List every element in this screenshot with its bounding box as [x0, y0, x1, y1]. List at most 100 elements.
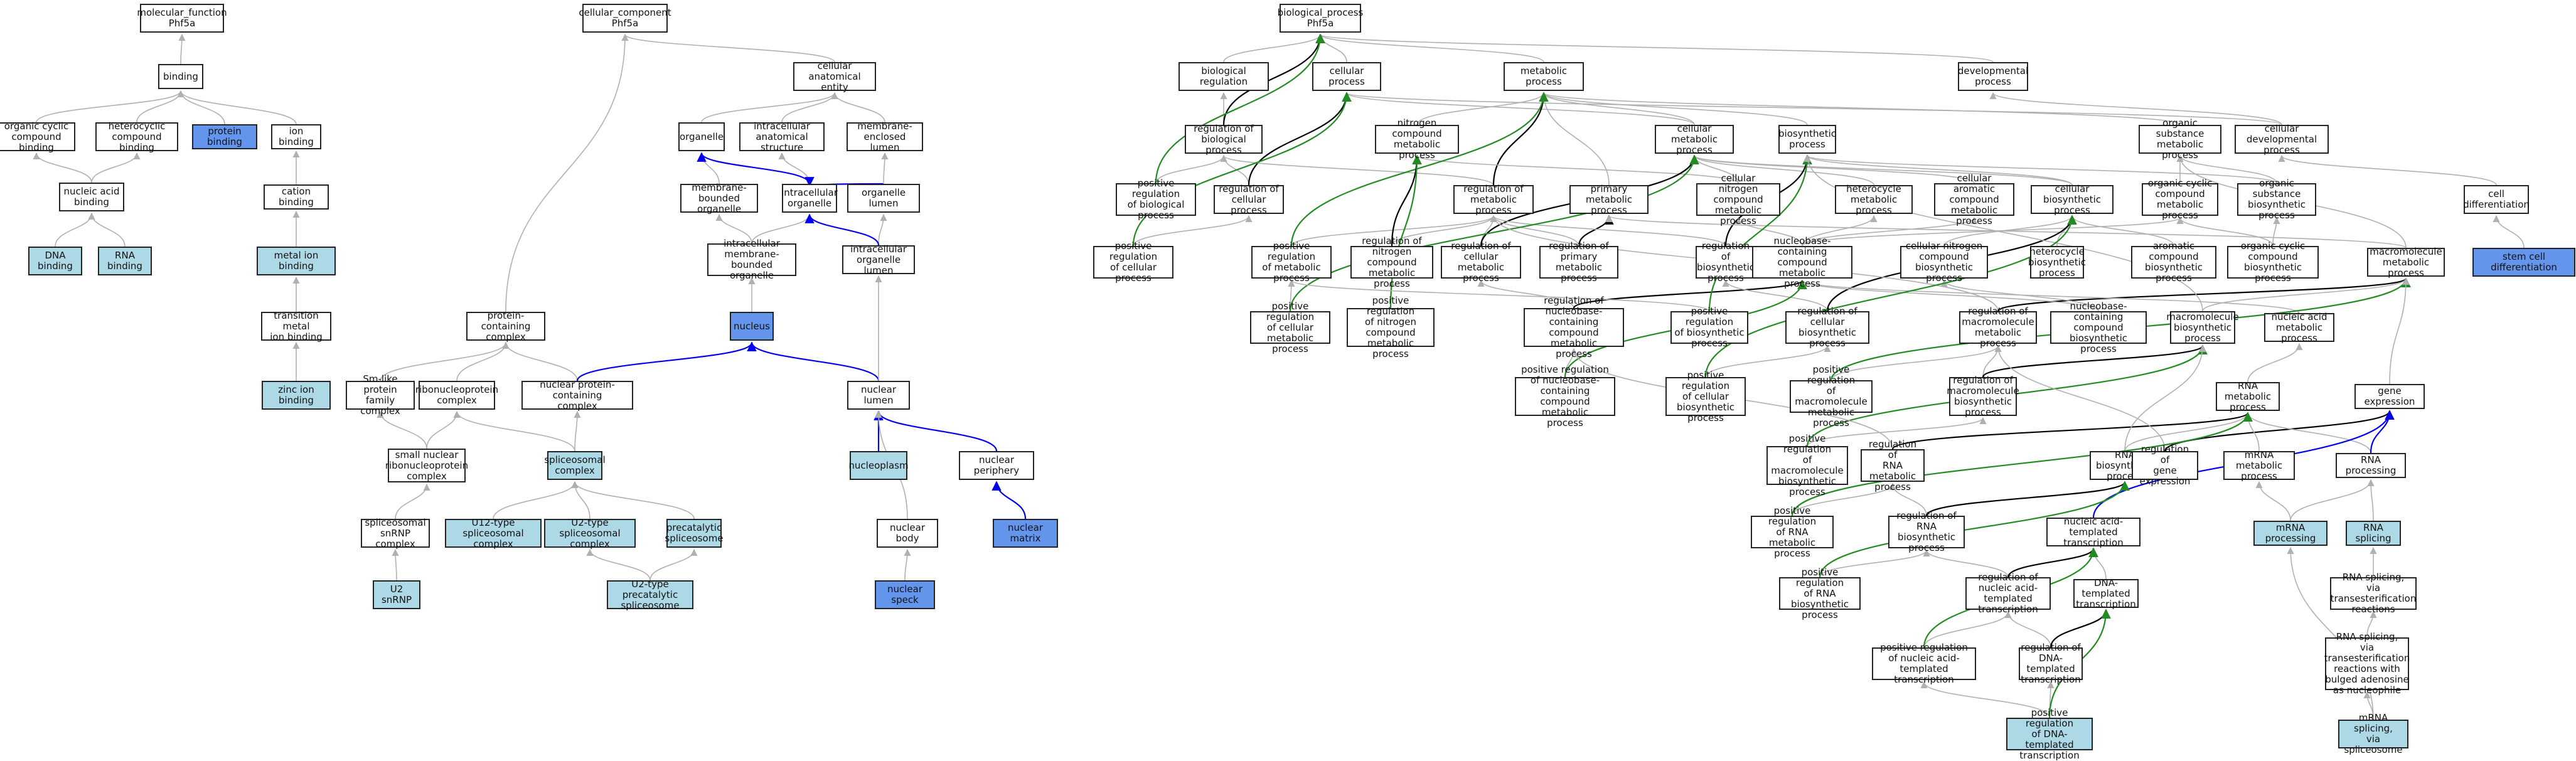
term-node-preg-rnabp[interactable]: positive regulation of RNA biosynthetic … — [1779, 567, 1861, 620]
term-node-ncm[interactable]: nitrogen compound metabolic process — [1375, 118, 1459, 161]
term-node-preg-cmp[interactable]: positive regulation of cellular metaboli… — [1250, 301, 1330, 354]
term-node-dev[interactable]: developmental process — [1958, 62, 2028, 91]
term-node-cae[interactable]: cellular anatomical entity — [793, 60, 876, 92]
term-node-osm[interactable]: organic substance metabolic process — [2139, 118, 2221, 161]
term-node-preg-dtt[interactable]: positive regulation of DNA-templated tra… — [2006, 707, 2093, 760]
term-node-nucleus[interactable]: nucleus — [730, 312, 774, 341]
term-node-preg-nbcm[interactable]: positive regulation of nucleobase-contai… — [1515, 365, 1615, 428]
term-node-mf[interactable]: molecular_function Phf5a — [137, 4, 227, 33]
term-node-tm-ion-binding[interactable]: transition metal ion binding — [261, 310, 331, 342]
term-node-u2snrnp[interactable]: U2 snRNP — [373, 580, 420, 609]
term-node-spliceosomal[interactable]: spliceosomal complex — [544, 451, 606, 480]
term-node-preg-mmp[interactable]: positive regulation of macromolecule met… — [1790, 365, 1873, 428]
term-node-mbp[interactable]: macromolecule biosynthetic process — [2166, 311, 2239, 344]
term-node-organic-cyclic-binding[interactable]: organic cyclic compound binding — [0, 120, 75, 152]
term-node-scd[interactable]: stem cell differentiation — [2472, 248, 2575, 277]
term-node-organelle[interactable]: organelle — [678, 122, 725, 151]
term-node-rnp[interactable]: ribonucleoprotein complex — [415, 381, 498, 410]
term-node-reg-dtt[interactable]: regulation of DNA-templated transcriptio… — [2019, 642, 2083, 685]
term-node-cmp[interactable]: cellular metabolic process — [1655, 123, 1734, 155]
term-node-nuclear-lumen[interactable]: nuclear lumen — [847, 381, 910, 410]
term-node-cdev[interactable]: cellular developmental process — [2235, 123, 2329, 155]
term-node-io[interactable]: intracellular organelle — [781, 184, 838, 213]
term-node-gene-expr[interactable]: gene expression — [2354, 384, 2425, 409]
term-node-preg-nat[interactable]: positive regulation of nucleic acid-temp… — [1872, 642, 1976, 685]
term-node-rsvt-ba[interactable]: RNA splicing, via transesterification re… — [2324, 631, 2410, 696]
term-node-hetmp[interactable]: heterocycle metabolic process — [1835, 183, 1913, 215]
term-node-reg-bsp[interactable]: regulation of biosynthetic process — [1696, 241, 1756, 284]
term-node-preg-cp[interactable]: positive regulation of cellular process — [1093, 241, 1173, 284]
term-node-nbcm[interactable]: nucleobase-containing compound metabolic… — [1752, 235, 1852, 289]
term-node-nuclear-body[interactable]: nuclear body — [877, 519, 938, 548]
term-node-reg-bio[interactable]: regulation of biological process — [1185, 123, 1263, 155]
term-node-acbp[interactable]: aromatic compound biosynthetic process — [2131, 241, 2216, 284]
term-node-rsvt[interactable]: RNA splicing, via transesterification re… — [2330, 572, 2417, 615]
term-node-u2precat[interactable]: U2-type precatalytic spliceosome — [607, 578, 693, 610]
term-node-reg-pmp[interactable]: regulation of primary metabolic process — [1539, 241, 1618, 284]
term-node-reg-rnamp[interactable]: regulation of RNA metabolic process — [1861, 439, 1925, 492]
term-node-mrna-spl[interactable]: mRNA splicing, via spliceosome — [2338, 713, 2408, 755]
term-node-preg-bsp[interactable]: positive regulation of biosynthetic proc… — [1670, 306, 1748, 349]
term-node-nbcbp[interactable]: nucleobase-containing compound biosynthe… — [2050, 301, 2147, 354]
term-node-reg-ncm[interactable]: regulation of nitrogen compound metaboli… — [1350, 235, 1433, 289]
term-node-nat[interactable]: nucleic acid-templated transcription — [2046, 516, 2140, 548]
term-node-heterocyclic-binding[interactable]: heterocyclic compound binding — [95, 120, 178, 152]
term-node-nuclear-periphery[interactable]: nuclear periphery — [959, 451, 1034, 480]
term-node-iol[interactable]: intracellular organelle lumen — [842, 243, 915, 275]
term-node-rna-splicing[interactable]: RNA splicing — [2346, 521, 2401, 546]
term-node-reg-ge[interactable]: regulation of gene expression — [2132, 444, 2198, 487]
term-node-nucleoplasm[interactable]: nucleoplasm — [848, 451, 909, 480]
term-node-ias[interactable]: intracellular anatomical structure — [739, 120, 825, 152]
term-node-mrna-mp[interactable]: mRNA metabolic process — [2223, 449, 2295, 481]
term-node-cell-diff[interactable]: cell differentiation — [2463, 185, 2530, 214]
term-node-metab[interactable]: metabolic process — [1504, 62, 1584, 91]
term-node-nuclear-matrix[interactable]: nuclear matrix — [993, 519, 1058, 548]
term-node-reg-nat[interactable]: regulation of nucleic acid-templated tra… — [1965, 572, 2051, 615]
term-node-reg-cmp[interactable]: regulation of cellular metabolic process — [1441, 241, 1521, 284]
term-node-cbp[interactable]: cellular biosynthetic process — [2031, 183, 2114, 215]
term-node-snrnp[interactable]: small nuclear ribonucleoprotein complex — [385, 449, 469, 482]
term-node-reg-nbcm[interactable]: regulation of nucleobase-containing comp… — [1524, 295, 1624, 359]
term-node-reg-mmp[interactable]: regulation of macromolecule metabolic pr… — [1959, 306, 2037, 349]
term-node-reg-mbp[interactable]: regulation of macromolecule biosynthetic… — [1947, 375, 2019, 418]
term-node-cell-proc[interactable]: cellular process — [1312, 62, 1381, 91]
term-node-preg-bio[interactable]: positive regulation of biological proces… — [1116, 178, 1196, 221]
term-node-osbp[interactable]: organic substance biosynthetic process — [2237, 178, 2316, 221]
term-node-protein-binding[interactable]: protein binding — [192, 124, 257, 149]
term-node-cation-binding[interactable]: cation binding — [264, 184, 329, 210]
term-node-nuclear-speck[interactable]: nuclear speck — [875, 580, 935, 609]
term-node-mbo[interactable]: membrane-bounded organelle — [680, 182, 758, 214]
term-node-reg-cbp[interactable]: regulation of cellular biosynthetic proc… — [1785, 306, 1869, 349]
term-node-nucleic-acid-binding[interactable]: nucleic acid binding — [59, 183, 124, 211]
term-node-cncbp[interactable]: cellular nitrogen compound biosynthetic … — [1900, 241, 1988, 284]
term-node-nam[interactable]: nucleic acid metabolic process — [2264, 311, 2334, 343]
term-node-mel[interactable]: membrane-enclosed lumen — [847, 120, 923, 152]
term-node-biosyn[interactable]: biosynthetic process — [1778, 125, 1836, 154]
term-node-cncm[interactable]: cellular nitrogen compound metabolic pro… — [1696, 173, 1780, 226]
term-node-preg-mbp[interactable]: positive regulation of macromolecule bio… — [1766, 434, 1848, 498]
term-node-u2type[interactable]: U2-type spliceosomal complex — [544, 517, 636, 549]
term-node-cacm[interactable]: cellular aromatic compound metabolic pro… — [1934, 173, 2014, 226]
term-node-dna-binding[interactable]: DNA binding — [28, 247, 82, 275]
term-node-metal-ion-binding[interactable]: metal ion binding — [257, 247, 336, 275]
term-node-cc[interactable]: cellular_component Phf5a — [579, 4, 671, 33]
term-node-biol-reg[interactable]: biological regulation — [1178, 62, 1269, 91]
term-node-zinc-ion-binding[interactable]: zinc ion binding — [262, 381, 331, 410]
term-node-pmp[interactable]: primary metabolic process — [1569, 183, 1649, 215]
term-node-u12[interactable]: U12-type spliceosomal complex — [445, 517, 542, 549]
term-node-reg-cp[interactable]: regulation of cellular process — [1214, 183, 1284, 215]
term-node-preg-rnamp[interactable]: positive regulation of RNA metabolic pro… — [1751, 505, 1834, 558]
term-node-spl-snrnp[interactable]: spliceosomal snRNP complex — [361, 517, 430, 549]
term-node-pcc[interactable]: protein-containing complex — [466, 310, 545, 342]
term-node-bp[interactable]: biological_process Phf5a — [1278, 4, 1363, 33]
term-node-binding[interactable]: binding — [158, 64, 203, 89]
term-node-reg-met[interactable]: regulation of metabolic process — [1453, 183, 1534, 215]
term-node-ol[interactable]: organelle lumen — [847, 184, 920, 213]
term-node-hetbp[interactable]: heterocycle biosynthetic process — [2028, 245, 2086, 279]
term-node-mrna-proc[interactable]: mRNA processing — [2253, 521, 2327, 546]
term-node-occbp[interactable]: organic cyclic compound biosynthetic pro… — [2227, 241, 2319, 284]
term-node-imbo[interactable]: intracellular membrane-bounded organelle — [707, 238, 796, 281]
term-node-preg-ncm[interactable]: positive regulation of nitrogen compound… — [1347, 295, 1435, 359]
term-node-smlike[interactable]: Sm-like protein family complex — [346, 374, 415, 417]
term-node-ion-binding[interactable]: ion binding — [271, 124, 321, 149]
